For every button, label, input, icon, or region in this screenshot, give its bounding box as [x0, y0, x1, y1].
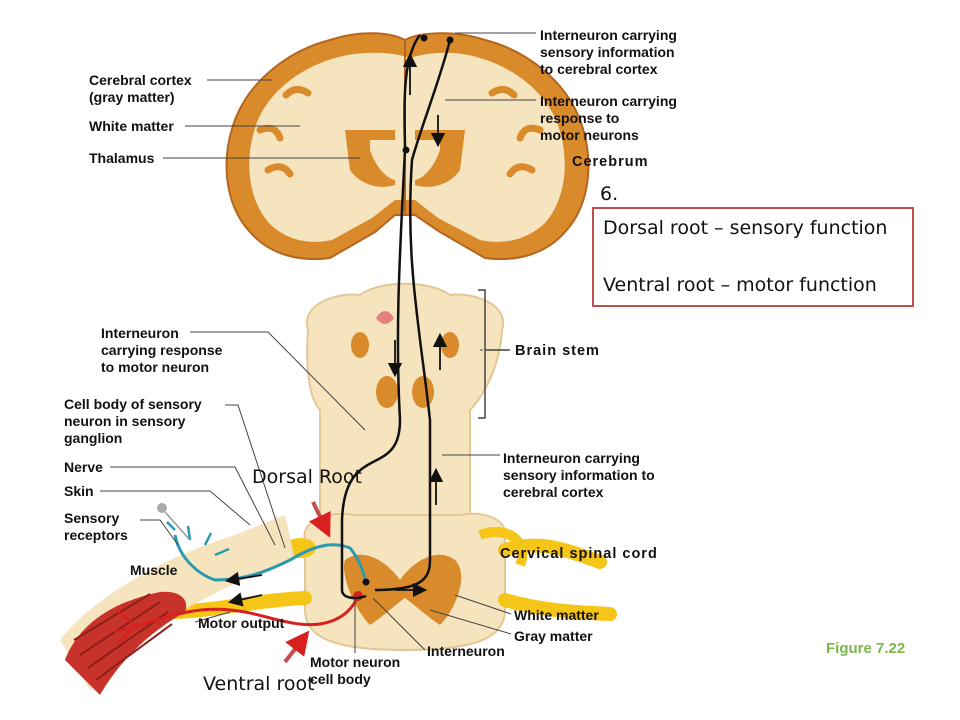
dorsal-function-text: Dorsal root – sensory function [603, 217, 888, 239]
ventral-function-text: Ventral root – motor function [603, 274, 877, 296]
dorsal-root-arrow [308, 501, 331, 538]
label-white-matter-top: White matter [89, 118, 174, 134]
label-cell-body-sensory: Cell body of sensory neuron in sensory g… [64, 396, 202, 446]
ventral-root-annotation: Ventral root [203, 673, 315, 695]
label-interneuron-bottom: Interneuron [427, 643, 505, 659]
interneuron-pathways [224, 34, 454, 607]
label-motor-output: Motor output [198, 615, 285, 631]
label-skin: Skin [64, 483, 94, 499]
label-interneuron-response-left: Interneuron carrying response to motor n… [101, 325, 223, 375]
ventral-root-arrow [283, 630, 310, 664]
label-thalamus: Thalamus [89, 150, 155, 166]
label-cerebrum: Cerebrum [572, 154, 649, 170]
label-cervical-spinal-cord: Cervical spinal cord [500, 546, 658, 562]
cerebrum-section [225, 32, 590, 261]
label-motor-neuron-cell-body: Motor neuron cell body [310, 654, 401, 687]
figure-caption: Figure 7.22 [826, 640, 906, 657]
leader-lines [100, 32, 536, 653]
label-gray-matter: Gray matter [514, 628, 593, 644]
dorsal-root-annotation: Dorsal Root [252, 466, 362, 488]
label-brain-stem: Brain stem [515, 343, 600, 359]
label-cerebral-cortex: Cerebral cortex (gray matter) [89, 72, 192, 105]
label-interneuron-sensory-top: Interneuron carrying sensory information… [540, 27, 677, 77]
annotation-number: 6. [600, 183, 619, 205]
label-sensory-receptors: Sensory receptors [64, 510, 128, 543]
sensory-neuron-path [157, 503, 368, 586]
root-function-box: Dorsal root – sensory function Ventral r… [592, 207, 914, 307]
label-interneuron-sensory-right: Interneuron carrying sensory information… [503, 450, 655, 500]
label-white-matter-bottom: White matter [514, 607, 599, 623]
label-nerve: Nerve [64, 459, 103, 475]
arm-section [60, 515, 295, 695]
label-muscle: Muscle [130, 562, 178, 578]
label-interneuron-response-top: Interneuron carrying response to motor n… [540, 93, 677, 143]
motor-neuron-path [114, 591, 363, 643]
brain-stem-section [305, 282, 505, 521]
